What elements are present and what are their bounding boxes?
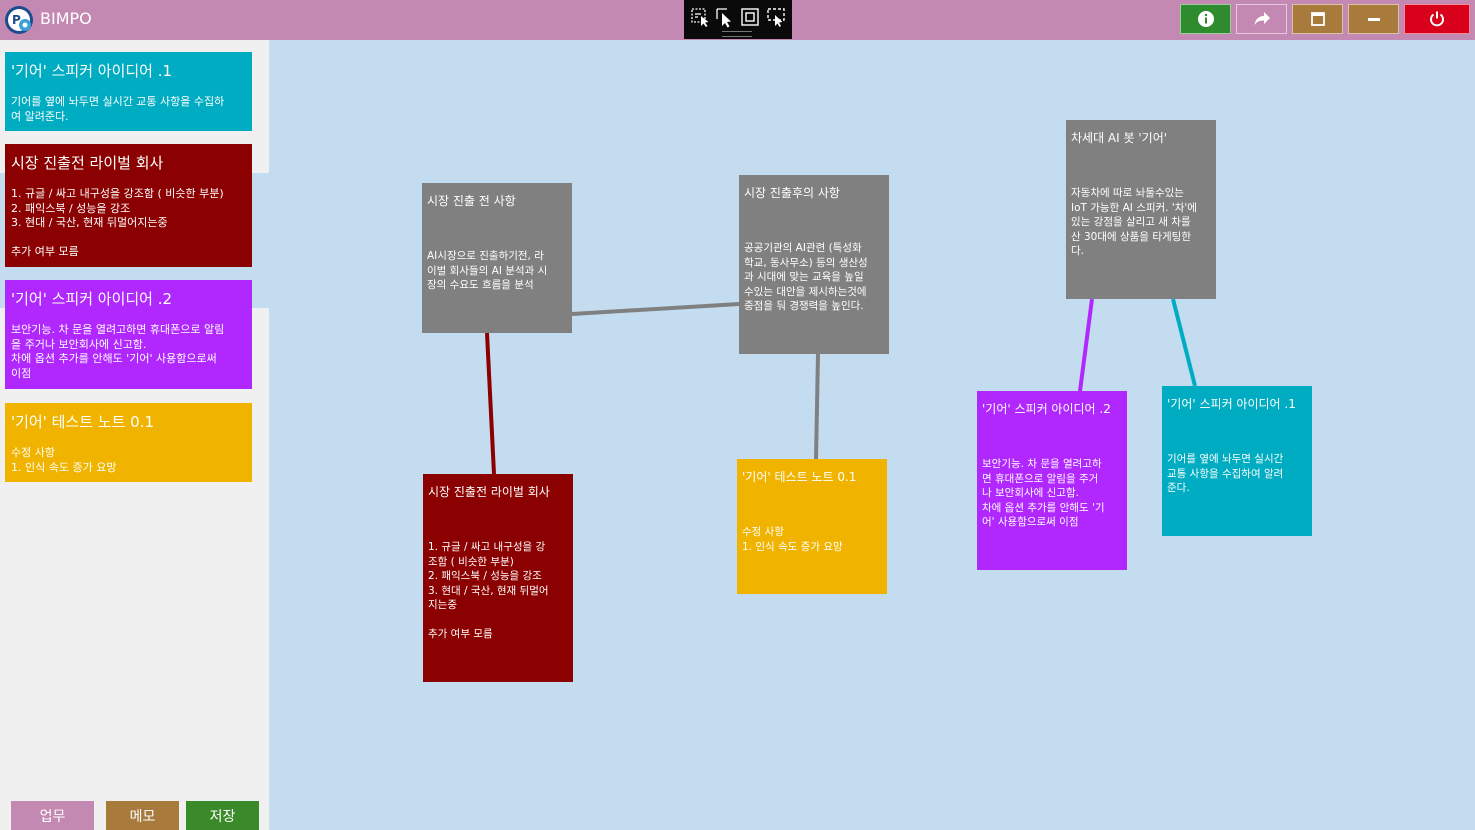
note-title: 시장 진출전 라이벌 회사 bbox=[428, 485, 550, 499]
sidebar-card-title: 시장 진출전 라이벌 회사 bbox=[11, 154, 164, 172]
tool-strip bbox=[684, 0, 792, 39]
sidebar-card[interactable]: '기어' 스피커 아이디어 .2 보안기능. 차 문을 열려고하면 휴대폰으로 … bbox=[5, 280, 252, 389]
note-card[interactable]: 차세대 AI 봇 '기어' 자동차에 따로 놔둘수있는 IoT 가능한 AI 스… bbox=[1066, 120, 1216, 299]
minimize-icon bbox=[1367, 18, 1380, 21]
select-add-icon[interactable] bbox=[690, 6, 712, 28]
note-body: 기어를 옆에 놔두면 실시간 교통 사항을 수집하여 알려 준다. bbox=[1167, 453, 1284, 494]
sidebar: '기어' 스피커 아이디어 .1 기어를 옆에 놔두면 실시간 교통 사항을 수… bbox=[0, 40, 269, 830]
cursor-icon[interactable] bbox=[714, 6, 736, 28]
sidebar-card-body: 1. 규글 / 싸고 내구성을 강조함 ( 비슷한 부분) 2. 패익스북 / … bbox=[11, 187, 224, 258]
frame-icon[interactable] bbox=[739, 6, 761, 28]
tasks-button[interactable]: 업무 bbox=[11, 801, 94, 830]
sidebar-card-body: 보안기능. 차 문을 열려고하면 휴대폰으로 알림 을 주거나 보안회사에 신고… bbox=[11, 323, 225, 380]
title-bar: P BIMPO bbox=[0, 0, 1475, 40]
note-title: 차세대 AI 봇 '기어' bbox=[1071, 131, 1168, 145]
app-title: BIMPO bbox=[40, 9, 92, 28]
save-button[interactable]: 저장 bbox=[186, 801, 259, 830]
share-button[interactable] bbox=[1236, 4, 1287, 34]
link-line bbox=[485, 332, 496, 475]
note-body: AI시장으로 진출하기전, 라 이벌 회사들의 AI 분석과 시 장의 수요도 … bbox=[427, 250, 548, 291]
note-card[interactable]: '기어' 스피커 아이디어 .2 보안기능. 차 문을 열려고하 면 휴대폰으로… bbox=[977, 391, 1127, 570]
note-title: 시장 진출후의 사항 bbox=[744, 186, 840, 200]
link-layer bbox=[485, 298, 1197, 475]
link-line bbox=[1078, 298, 1094, 392]
note-card[interactable]: '기어' 테스트 노트 0.1 수정 사항 1. 인식 속도 증가 요망 bbox=[737, 459, 887, 594]
note-body: 공공기관의 AI관련 (특성화 학교, 동사무소) 등의 생산성 과 시대에 맞… bbox=[744, 242, 868, 312]
sidebar-card-body: 기어를 옆에 놔두면 실시간 교통 사항을 수집하 여 알려준다. bbox=[11, 95, 225, 123]
power-icon bbox=[1430, 11, 1444, 27]
note-card[interactable]: 시장 진출전 라이벌 회사 1. 규글 / 싸고 내구성을 강 조함 ( 비슷한… bbox=[423, 474, 573, 682]
mindmap-canvas[interactable]: 시장 진출 전 사항 AI시장으로 진출하기전, 라 이벌 회사들의 AI 분석… bbox=[270, 40, 1475, 830]
note-body: 보안기능. 차 문을 열려고하 면 휴대폰으로 알림을 주거 나 보안회사에 신… bbox=[982, 458, 1105, 528]
sidebar-card-title: '기어' 스피커 아이디어 .1 bbox=[11, 62, 173, 80]
sidebar-card[interactable]: 시장 진출전 라이벌 회사 1. 규글 / 싸고 내구성을 강조함 ( 비슷한 … bbox=[5, 144, 252, 267]
note-body: 수정 사항 1. 인식 속도 증가 요망 bbox=[742, 526, 843, 553]
sidebar-card[interactable]: '기어' 테스트 노트 0.1 수정 사항 1. 인식 속도 증가 요망 bbox=[5, 403, 252, 482]
memo-button[interactable]: 메모 bbox=[106, 801, 179, 830]
screen-select-icon[interactable] bbox=[765, 6, 787, 28]
note-card[interactable]: 시장 진출후의 사항 공공기관의 AI관련 (특성화 학교, 동사무소) 등의 … bbox=[739, 175, 889, 354]
link-line bbox=[1171, 298, 1197, 387]
sidebar-card-body: 수정 사항 1. 인식 속도 증가 요망 bbox=[11, 446, 117, 474]
note-title: '기어' 스피커 아이디어 .2 bbox=[982, 402, 1111, 416]
note-card[interactable]: '기어' 스피커 아이디어 .1 기어를 옆에 놔두면 실시간 교통 사항을 수… bbox=[1162, 386, 1312, 536]
sidebar-card-title: '기어' 스피커 아이디어 .2 bbox=[11, 290, 173, 308]
app-logo-icon: P bbox=[5, 6, 33, 34]
sidebar-card[interactable]: '기어' 스피커 아이디어 .1 기어를 옆에 놔두면 실시간 교통 사항을 수… bbox=[5, 52, 252, 131]
note-body: 1. 규글 / 싸고 내구성을 강 조함 ( 비슷한 부분) 2. 패익스북 /… bbox=[428, 541, 549, 640]
note-title: '기어' 스피커 아이디어 .1 bbox=[1167, 397, 1296, 411]
minimize-button[interactable] bbox=[1348, 4, 1399, 34]
note-title: 시장 진출 전 사항 bbox=[427, 194, 516, 208]
link-line bbox=[814, 353, 820, 460]
note-card[interactable]: 시장 진출 전 사항 AI시장으로 진출하기전, 라 이벌 회사들의 AI 분석… bbox=[422, 183, 572, 333]
note-body: 자동차에 따로 놔둘수있는 IoT 가능한 AI 스피커. '차'에 있는 강점… bbox=[1071, 187, 1197, 257]
note-title: '기어' 테스트 노트 0.1 bbox=[742, 470, 857, 484]
info-button[interactable] bbox=[1180, 4, 1231, 34]
maximize-button[interactable] bbox=[1292, 4, 1343, 34]
maximize-icon bbox=[1310, 12, 1325, 26]
sidebar-card-title: '기어' 테스트 노트 0.1 bbox=[11, 413, 155, 431]
drag-handle[interactable] bbox=[722, 31, 752, 37]
close-button[interactable] bbox=[1404, 4, 1470, 34]
share-icon bbox=[1254, 12, 1270, 26]
svg-text:P: P bbox=[12, 13, 21, 27]
link-line bbox=[571, 302, 740, 316]
info-icon bbox=[1197, 11, 1214, 27]
